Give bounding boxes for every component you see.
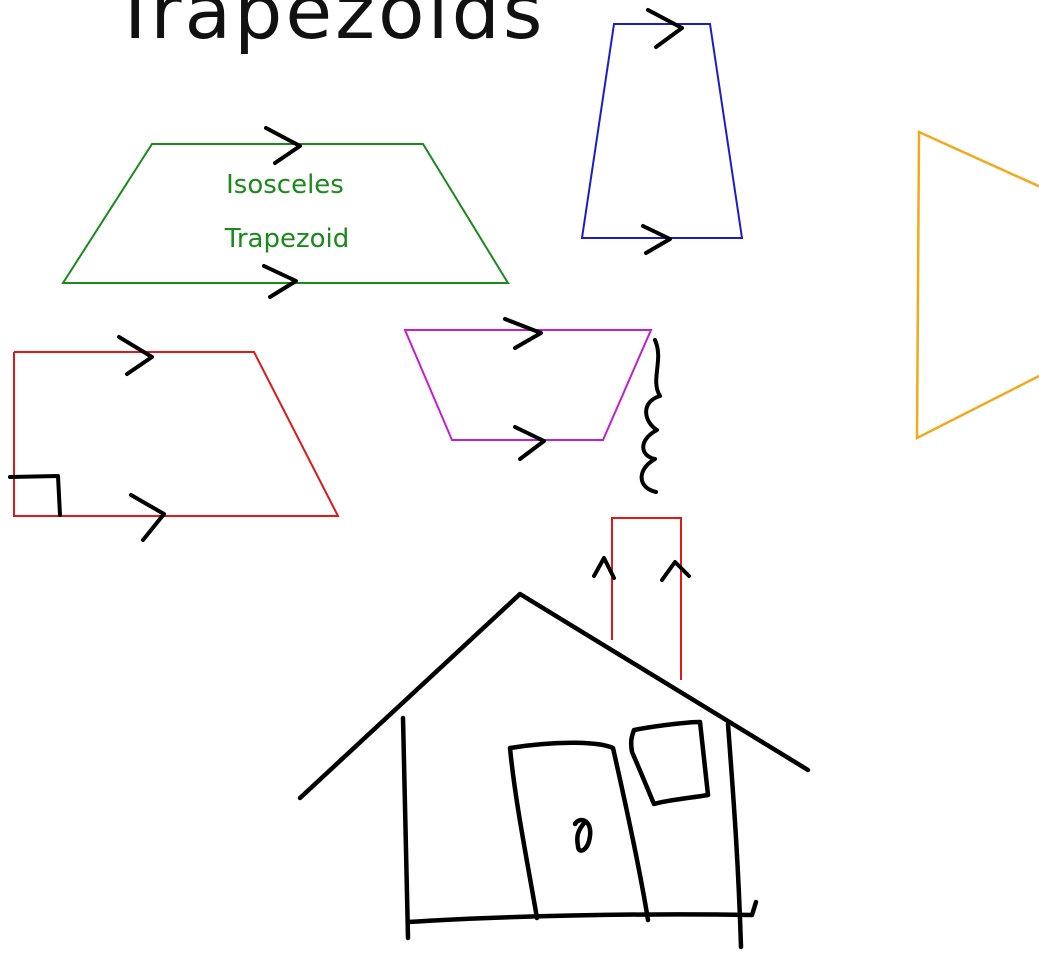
magenta-trapezoid-shape	[403, 329, 653, 441]
blue-trapezoid-shape	[580, 23, 744, 239]
right-angle-mark	[8, 474, 62, 517]
house-drawing	[297, 591, 811, 950]
right-trapezoid-shape	[13, 351, 340, 517]
isosceles-trapezoid: Isosceles Trapezoid	[61, 126, 510, 299]
parallel-arrow-icon	[592, 556, 616, 580]
parallel-arrow-icon	[660, 560, 691, 582]
page-title: Trapezoids	[112, 0, 546, 56]
house-ground-line	[405, 899, 759, 925]
isosceles-label-line2: Trapezoid	[224, 224, 349, 254]
orange-shape	[915, 130, 1039, 441]
house-left-wall	[400, 715, 411, 941]
parallel-arrow-icon	[646, 8, 684, 49]
parallel-arrow-icon	[264, 126, 302, 165]
chimney-shape	[611, 517, 682, 680]
magenta-trapezoid	[403, 317, 653, 461]
blue-trapezoid	[580, 8, 744, 255]
parallel-arrow-icon	[117, 335, 154, 376]
chimney	[592, 517, 691, 680]
parallel-arrow-icon	[129, 493, 166, 542]
parallel-arrow-icon	[503, 317, 543, 350]
isosceles-trapezoid-shape	[61, 143, 510, 284]
parallel-arrow-icon	[641, 224, 672, 255]
house-window	[628, 719, 711, 807]
house-roof	[297, 591, 811, 801]
door-knob	[572, 817, 593, 853]
parallel-arrow-icon	[262, 264, 298, 299]
right-trapezoid	[8, 335, 340, 542]
house-door	[507, 740, 651, 923]
parallel-arrow-icon	[513, 425, 546, 461]
isosceles-label-line1: Isosceles	[226, 170, 344, 200]
smoke-squiggle	[639, 338, 662, 494]
